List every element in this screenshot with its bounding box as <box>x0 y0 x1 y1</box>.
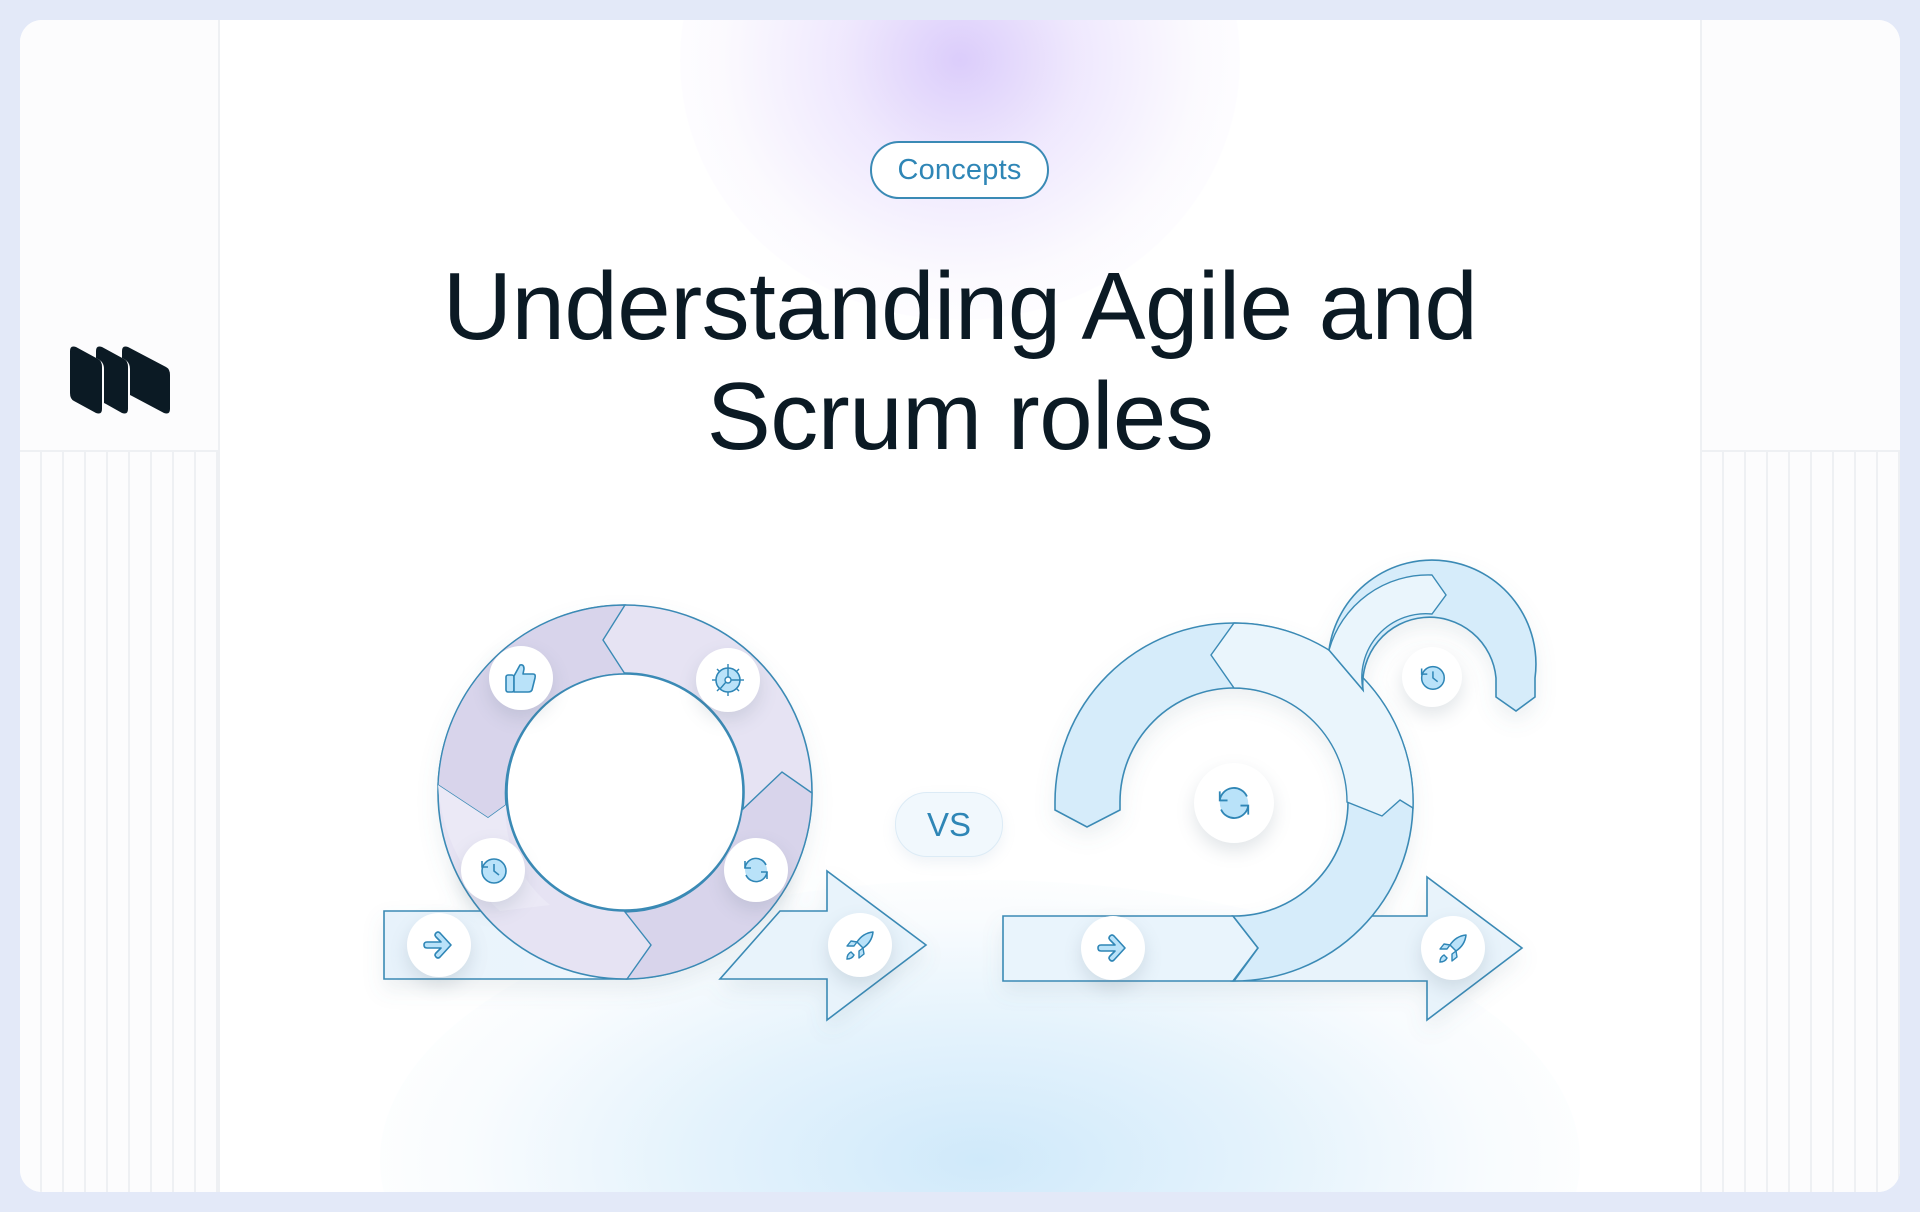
hero-content: Concepts Understanding Agile and Scrum r… <box>20 20 1900 1192</box>
scrum-diagram <box>1002 559 1537 1022</box>
versus-label: VS <box>926 805 972 843</box>
scrum-sprint-node <box>1194 763 1274 843</box>
refresh-icon <box>744 857 768 883</box>
scrum-daily-node <box>1402 647 1462 707</box>
arrow-right-icon <box>423 931 452 959</box>
history-clock-icon <box>481 858 507 884</box>
arrow-right-icon <box>1097 934 1126 962</box>
category-tag[interactable]: Concepts <box>870 141 1049 199</box>
agile-vs-scrum-illustration <box>383 559 1537 1022</box>
scrum-start-node <box>1081 916 1145 980</box>
category-tag-label: Concepts <box>897 153 1022 186</box>
agile-review-node <box>461 838 525 902</box>
rocket-icon <box>1439 934 1467 963</box>
scrum-release-node <box>1421 916 1485 980</box>
agile-feedback-node <box>489 646 553 710</box>
rocket-icon <box>846 931 874 960</box>
title-line-1: Understanding Agile and <box>442 253 1478 360</box>
agile-release-node <box>828 913 892 977</box>
hero-card: Concepts Understanding Agile and Scrum r… <box>20 20 1900 1192</box>
agile-start-node <box>407 913 471 977</box>
brand-logo-icon <box>70 346 170 414</box>
refresh-icon <box>1218 787 1250 819</box>
right-panel-stripes <box>1702 452 1900 1192</box>
left-panel-stripes <box>20 452 218 1192</box>
versus-badge: VS <box>895 792 1003 857</box>
thumbs-up-icon <box>505 664 537 693</box>
agile-iterate-node <box>724 838 788 902</box>
right-side-panel <box>1700 20 1900 1192</box>
page-title: Understanding Agile and Scrum roles <box>20 252 1900 472</box>
left-side-panel <box>20 20 220 1192</box>
ship-wheel-icon <box>712 664 744 696</box>
left-panel-divider <box>20 450 218 452</box>
agile-plan-node <box>696 648 760 712</box>
right-panel-divider <box>1702 450 1900 452</box>
title-line-2: Scrum roles <box>706 363 1214 470</box>
history-clock-icon <box>1420 665 1445 690</box>
